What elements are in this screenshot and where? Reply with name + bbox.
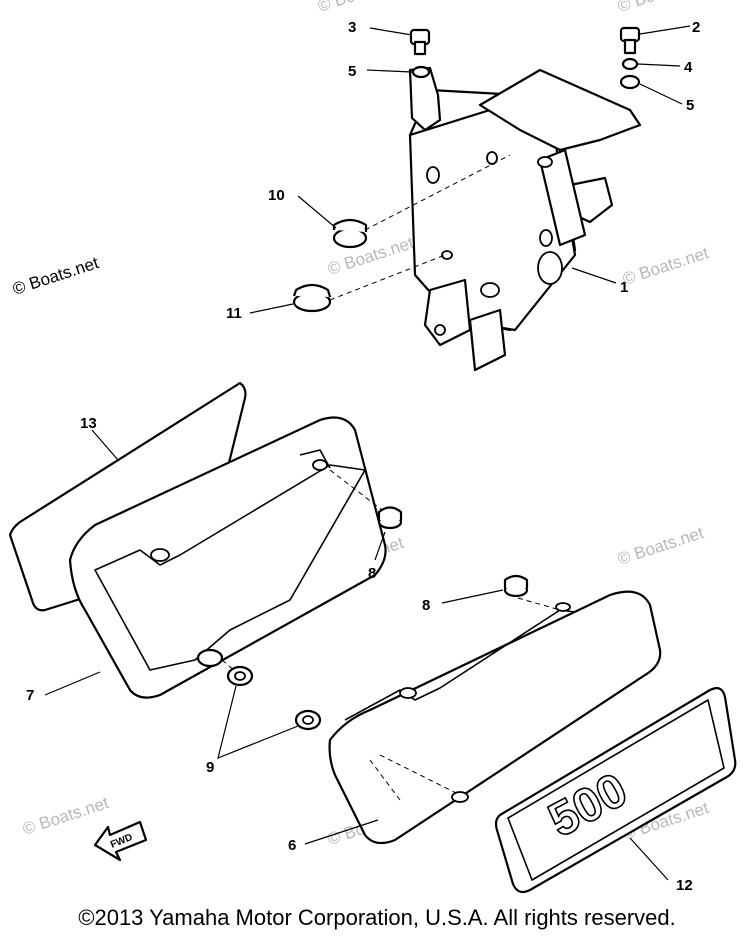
bolt-part-3 <box>409 28 431 56</box>
callout-7: 7 <box>26 687 34 704</box>
callout-2: 2 <box>692 19 700 36</box>
callout-3: 3 <box>348 19 356 36</box>
watermark: © Boats.net <box>615 0 706 16</box>
callout-13: 13 <box>80 415 97 432</box>
callout-5-left: 5 <box>348 63 356 80</box>
forward-arrow-icon: FWD <box>93 820 148 862</box>
battery-box-part-1 <box>408 66 642 372</box>
washer-part-5-left <box>411 65 431 79</box>
grommet-part-8-right <box>503 574 529 598</box>
leader-lines <box>44 25 691 881</box>
watermark: © Boats.net <box>620 243 711 289</box>
grommet-part-9-b <box>294 709 322 731</box>
callout-12: 12 <box>676 877 693 894</box>
lock-washer-part-4 <box>621 57 639 71</box>
watermark-main: © Boats.net <box>10 253 101 299</box>
callout-4: 4 <box>684 59 693 76</box>
callout-11: 11 <box>226 305 242 322</box>
watermark: © Boats.net <box>315 0 406 16</box>
grommet-part-8-left <box>377 506 403 530</box>
callout-8-right: 8 <box>422 597 430 614</box>
washer-part-5-right <box>619 74 641 90</box>
callout-8-left: 8 <box>368 565 376 582</box>
callout-5-right: 5 <box>686 97 694 114</box>
grommet-part-9-a <box>226 665 254 687</box>
parts-diagram: © Boats.net © Boats.net © Boats.net © Bo… <box>8 0 737 894</box>
callout-9: 9 <box>206 759 214 776</box>
watermark: © Boats.net <box>615 523 706 569</box>
watermark: © Boats.net <box>20 793 111 839</box>
side-cover-part-7 <box>68 416 387 699</box>
copyright-notice: ©2013 Yamaha Motor Corporation, U.S.A. A… <box>78 905 676 930</box>
callout-6: 6 <box>288 837 296 854</box>
emblem-part-12: 500 <box>494 687 737 894</box>
grommet-part-10 <box>332 218 368 249</box>
callout-10: 10 <box>268 187 285 204</box>
bolt-part-2 <box>619 26 641 55</box>
callout-1: 1 <box>620 279 628 296</box>
side-cover-part-6 <box>328 590 662 845</box>
grommet-part-11 <box>292 283 332 313</box>
callout-labels: 1 2 3 4 5 5 6 7 8 8 9 10 11 12 13 <box>26 19 700 894</box>
